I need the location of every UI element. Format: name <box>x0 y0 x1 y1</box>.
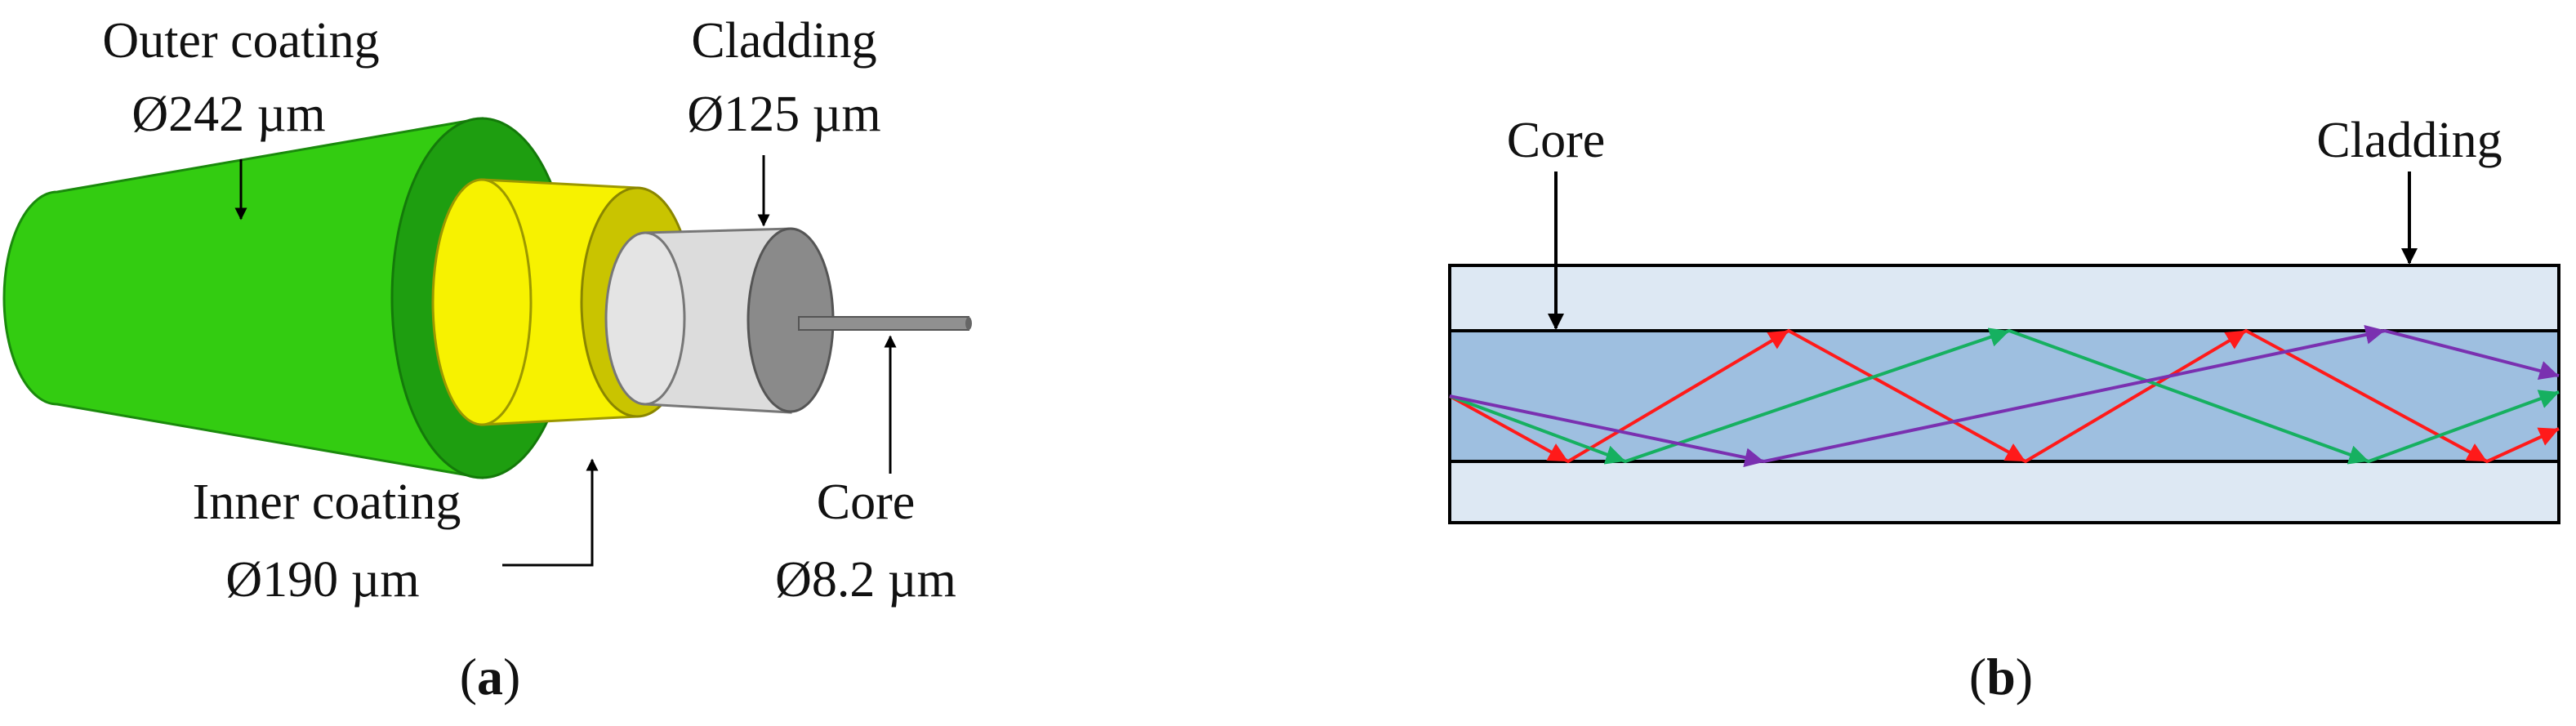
core-rod-tip <box>965 317 972 330</box>
inner-coating-back <box>431 178 533 426</box>
ray-purple-arrows <box>1743 324 2560 468</box>
inner-coating-diameter: Ø190 µm <box>225 552 419 608</box>
ray-red-arrows <box>1546 330 2560 462</box>
core-label: Core <box>817 474 916 530</box>
core-diameter: Ø8.2 µm <box>775 552 956 608</box>
caption-a: (a) <box>460 648 521 706</box>
cladding-back <box>604 231 686 406</box>
outer-coating-diameter: Ø242 µm <box>131 87 325 142</box>
panel-a: Outer coating Ø242 µm Cladding Ø125 µm I… <box>2 13 972 706</box>
cladding-label-b: Cladding <box>2316 113 2502 168</box>
inner-coating-arrow <box>502 458 599 567</box>
panel-b: Core Cladding (b) <box>1448 113 2560 706</box>
core-rod <box>798 316 969 331</box>
outer-coating-label: Outer coating <box>102 13 379 69</box>
ray-purple <box>1449 328 2560 464</box>
inner-coating-label: Inner coating <box>193 474 461 530</box>
outer-coating-body <box>2 117 484 479</box>
core-label-b: Core <box>1507 113 1606 168</box>
fiber-core-rect <box>1448 329 2560 463</box>
cladding-diameter: Ø125 µm <box>687 87 880 142</box>
ray-green-arrows <box>1603 327 2560 465</box>
cladding-label: Cladding <box>691 13 876 69</box>
caption-b: (b) <box>1969 648 2033 706</box>
